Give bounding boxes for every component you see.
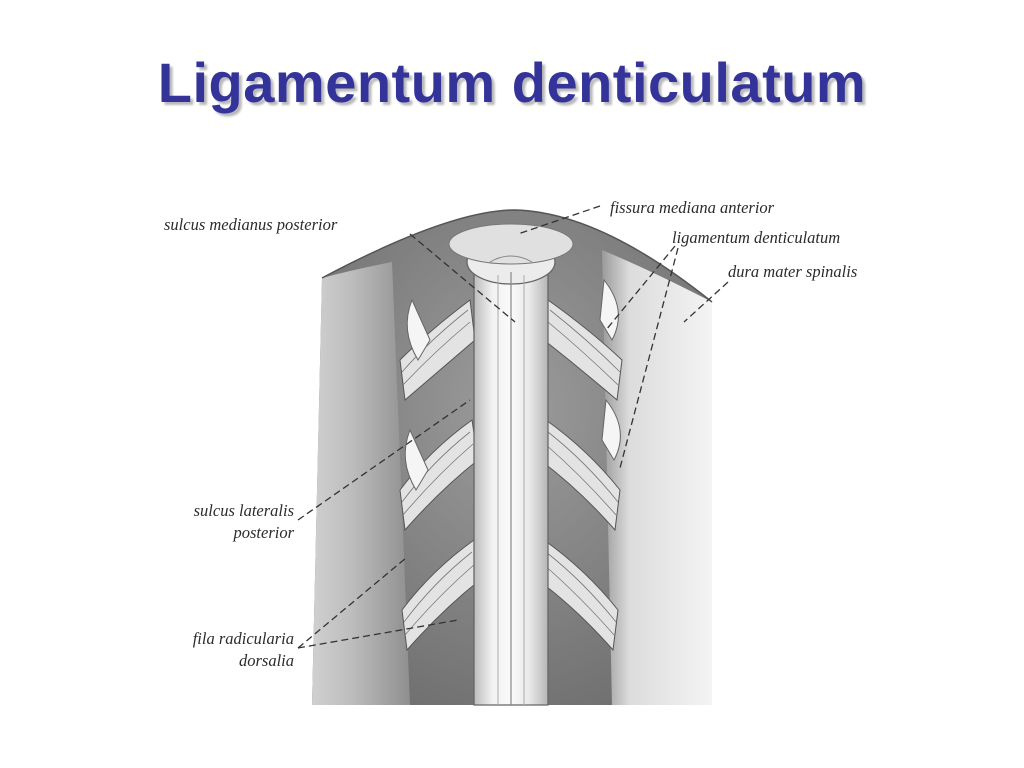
leader-lines: [297, 205, 729, 649]
rootlet-fibers: [401, 309, 621, 636]
label-fissura-mediana-anterior: fissura mediana anterior: [610, 198, 775, 217]
denticulate-ligament: [404, 278, 621, 491]
label-fila-radicularia-line1: fila radicularia: [193, 629, 294, 648]
spinal-cord: [448, 223, 574, 706]
nerve-rootlets: [399, 299, 623, 652]
label-sulcus-medianus-posterior: sulcus medianus posterior: [164, 215, 338, 234]
label-ligamentum-denticulatum: ligamentum denticulatum: [672, 228, 840, 247]
slide-title: Ligamentum denticulatum: [157, 51, 867, 114]
label-sulcus-lateralis-line1: sulcus lateralis: [194, 501, 294, 520]
label-sulcus-lateralis-line2: posterior: [232, 523, 294, 542]
label-fila-radicularia-line2: dorsalia: [239, 651, 294, 670]
label-dura-mater-spinalis: dura mater spinalis: [728, 262, 857, 281]
